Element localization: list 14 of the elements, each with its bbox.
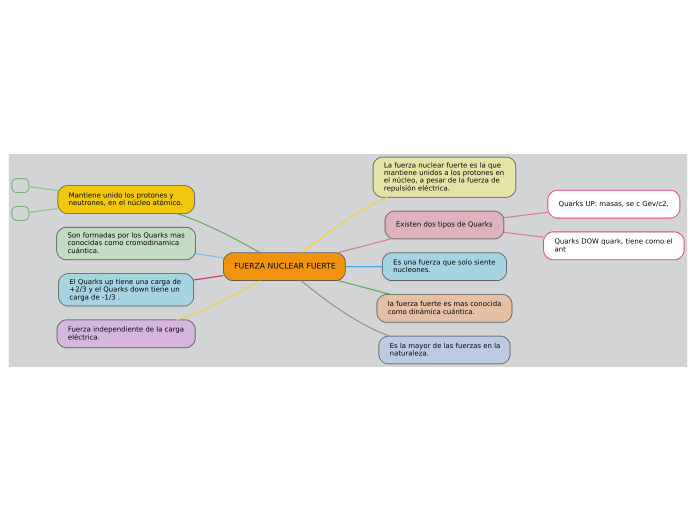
connector	[346, 266, 382, 267]
connector	[176, 212, 260, 253]
connector	[28, 207, 58, 212]
connector	[302, 196, 388, 253]
connector	[338, 280, 391, 294]
node-box	[12, 178, 30, 192]
connector	[504, 211, 548, 218]
connector	[338, 238, 391, 253]
node-box	[12, 206, 30, 220]
connector	[504, 231, 544, 238]
connector	[196, 252, 224, 258]
node-box: FUERZA NUCLEAR FUERTE	[222, 252, 346, 280]
connector	[28, 186, 58, 191]
connector	[194, 274, 224, 280]
